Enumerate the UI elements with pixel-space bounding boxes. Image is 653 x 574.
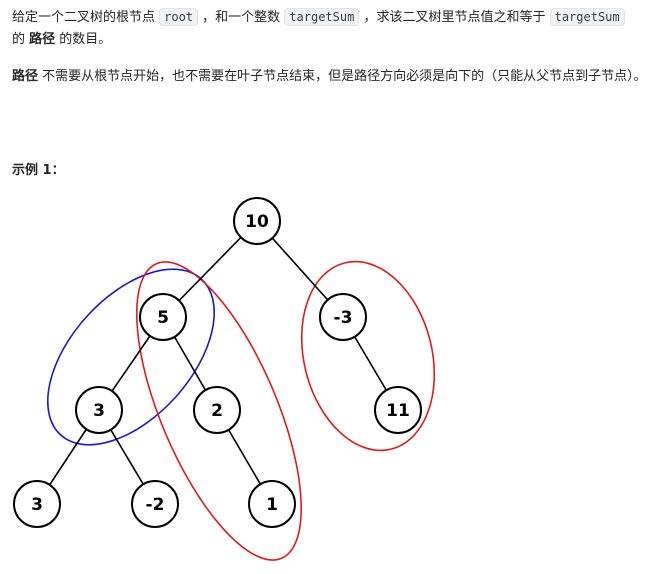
tree-node: 3	[75, 386, 123, 434]
tree-node-circle	[233, 197, 281, 245]
highlight-ellipse-path-5-3	[46, 268, 216, 446]
text-segment: 给定一个二叉树的根节点	[12, 10, 160, 25]
code-targetsum: targetSum	[549, 8, 625, 26]
tree-node-label: 10	[245, 212, 269, 232]
tree-node-circle	[13, 480, 61, 528]
tree-node-label: 3	[31, 495, 43, 515]
bold-path-term: 路径	[29, 32, 56, 47]
tree-node: 11	[374, 386, 422, 434]
tree-node: 3	[13, 480, 61, 528]
text-segment: 的数目。	[55, 32, 112, 47]
bold-path-term: 路径	[12, 69, 39, 84]
code-targetsum: targetSum	[284, 8, 360, 26]
text-segment: ，和一个整数	[198, 10, 285, 25]
text-segment: 不需要从根节点开始，也不需要在叶子节点结束，但是路径方向必须是向下的（只能从父节…	[38, 69, 647, 84]
tree-node-circle	[248, 480, 296, 528]
tree-node-circle	[139, 293, 187, 341]
tree-node-label: -3	[334, 308, 353, 328]
highlight-ellipse-path-5-2-1	[135, 261, 303, 561]
tree-node-circle	[193, 386, 241, 434]
tree-node-label: 3	[93, 401, 105, 421]
tree-node: -2	[131, 480, 179, 528]
tree-node: 10	[233, 197, 281, 245]
tree-node-circle	[131, 480, 179, 528]
tree-node-label: 5	[157, 308, 169, 328]
problem-statement: 给定一个二叉树的根节点 root ，和一个整数 targetSum ，求该二叉树…	[12, 6, 648, 51]
code-root: root	[159, 8, 199, 26]
text-segment: 的	[12, 32, 30, 47]
tree-node: 2	[193, 386, 241, 434]
tree-node-label: 1	[266, 495, 278, 515]
highlight-ellipse-path-m3-11	[300, 260, 436, 452]
tree-node: -3	[319, 293, 367, 341]
tree-node: 1	[248, 480, 296, 528]
tree-node-label: 11	[386, 401, 410, 421]
tree-node: 5	[139, 293, 187, 341]
tree-node-label: -2	[146, 495, 165, 515]
tree-node-circle	[319, 293, 367, 341]
tree-node-label: 2	[211, 401, 223, 421]
path-definition: 路径 不需要从根节点开始，也不需要在叶子节点结束，但是路径方向必须是向下的（只能…	[12, 66, 648, 88]
text-segment: ，求该二叉树里节点值之和等于	[359, 10, 550, 25]
tree-node-circle	[75, 386, 123, 434]
tree-node-circle	[374, 386, 422, 434]
example-title: 示例 1：	[12, 163, 65, 178]
